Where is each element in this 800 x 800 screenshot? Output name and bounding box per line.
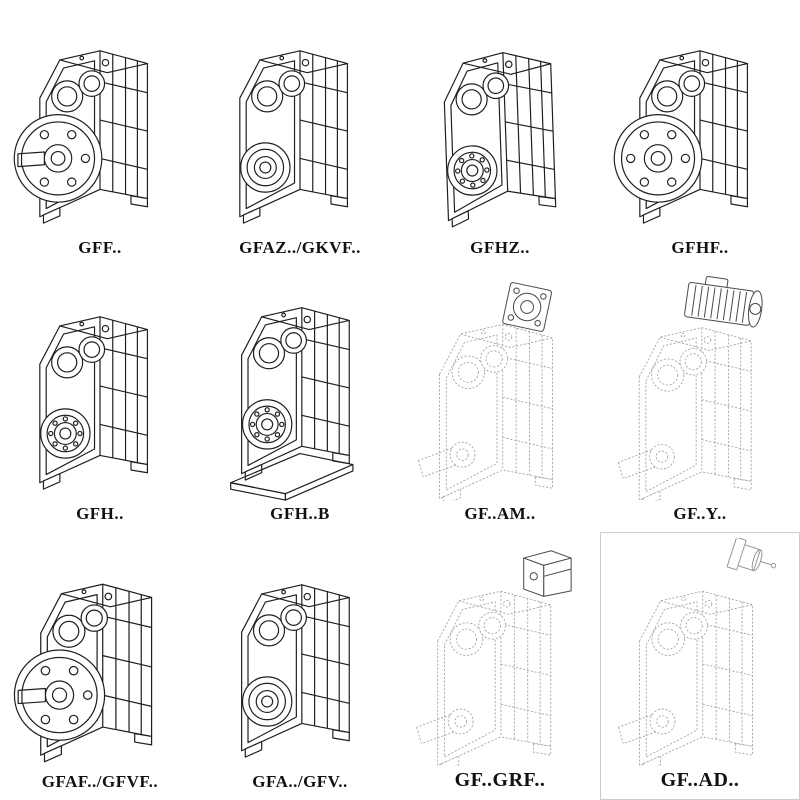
- gearbox-label-gfhz: GFHZ..: [470, 238, 530, 257]
- cell-gf-y: GF..Y..: [600, 266, 800, 532]
- gearbox-label-gf-y: GF..Y..: [673, 504, 727, 523]
- ghost-housing-lines: [416, 590, 552, 766]
- cell-gfa-gfv: GFA../GFV..: [200, 532, 400, 800]
- housing-lines: [13, 583, 153, 763]
- ghost-housing-lines: [617, 590, 754, 766]
- gearbox-label-gff: GFF..: [78, 238, 122, 257]
- gearbox-label-gfh: GFH..: [76, 504, 124, 523]
- motor-icon: [684, 276, 763, 328]
- ghost-housing-lines: [617, 327, 752, 501]
- cell-gfh: GFH..: [0, 266, 200, 532]
- input-block-icon: [523, 550, 572, 597]
- cell-gfaz-gkvf: GFAZ../GKVF..: [200, 0, 400, 266]
- gearbox-drawing-flange-solid-shaft: [13, 583, 153, 763]
- housing-lines: [613, 50, 749, 224]
- cell-gfaf-gfvf: GFAF../GFVF..: [0, 532, 200, 800]
- gearbox-drawing-ghost-input-adapter: [617, 538, 777, 766]
- gearbox-label-gf-am: GF..AM..: [464, 504, 536, 523]
- gearbox-label-gfh-b: GFH..B: [270, 504, 330, 523]
- gearbox-drawing-hollow-output: [239, 50, 349, 224]
- cell-gfhz: GFHZ..: [400, 0, 600, 266]
- gearbox-drawing-flange-hollow: [613, 50, 749, 224]
- housing-lines: [241, 584, 350, 758]
- gearbox-label-gfaf-gfvf: GFAF../GFVF..: [41, 772, 159, 791]
- housing-lines: [230, 307, 354, 501]
- gearbox-drawing-ghost-iec-adapter: [417, 282, 554, 501]
- housing-lines: [39, 316, 149, 490]
- input-adapter-icon: [726, 538, 777, 572]
- gearbox-label-gfa-gfv: GFA../GFV..: [252, 772, 348, 791]
- housing-lines: [13, 50, 149, 224]
- gearbox-drawing-hollow-baseplate: [230, 307, 354, 501]
- gearbox-label-gfhf: GFHF..: [671, 238, 729, 257]
- iec-adapter-flange-icon: [502, 282, 552, 332]
- cell-gff: GFF..: [0, 0, 200, 266]
- gearbox-drawing-ghost-input-block: [416, 550, 572, 766]
- cell-gfhf: GFHF..: [600, 0, 800, 266]
- gearbox-label-gfaz-gkvf: GFAZ../GKVF..: [239, 238, 361, 257]
- gearbox-label-gf-grf: GF..GRF..: [454, 769, 546, 791]
- housing-lines: [239, 50, 349, 224]
- gearbox-drawing-ghost-motor: [617, 276, 763, 501]
- ghost-housing-lines: [417, 323, 554, 501]
- gearbox-drawing-hollow-bearing: [39, 316, 149, 490]
- cell-gf-am: GF..AM..: [400, 266, 600, 532]
- gearbox-drawing-hollow-bearing: [442, 50, 557, 228]
- gearbox-drawing-flange-solid-shaft: [13, 50, 149, 224]
- cell-gf-ad: GF..AD..: [600, 532, 800, 800]
- housing-lines: [442, 50, 557, 228]
- cell-gf-grf: GF..GRF..: [400, 532, 600, 800]
- gearbox-drawing-hollow-output: [241, 584, 350, 758]
- cell-gfh-b: GFH..B: [200, 266, 400, 532]
- gearbox-label-gf-ad: GF..AD..: [660, 769, 740, 791]
